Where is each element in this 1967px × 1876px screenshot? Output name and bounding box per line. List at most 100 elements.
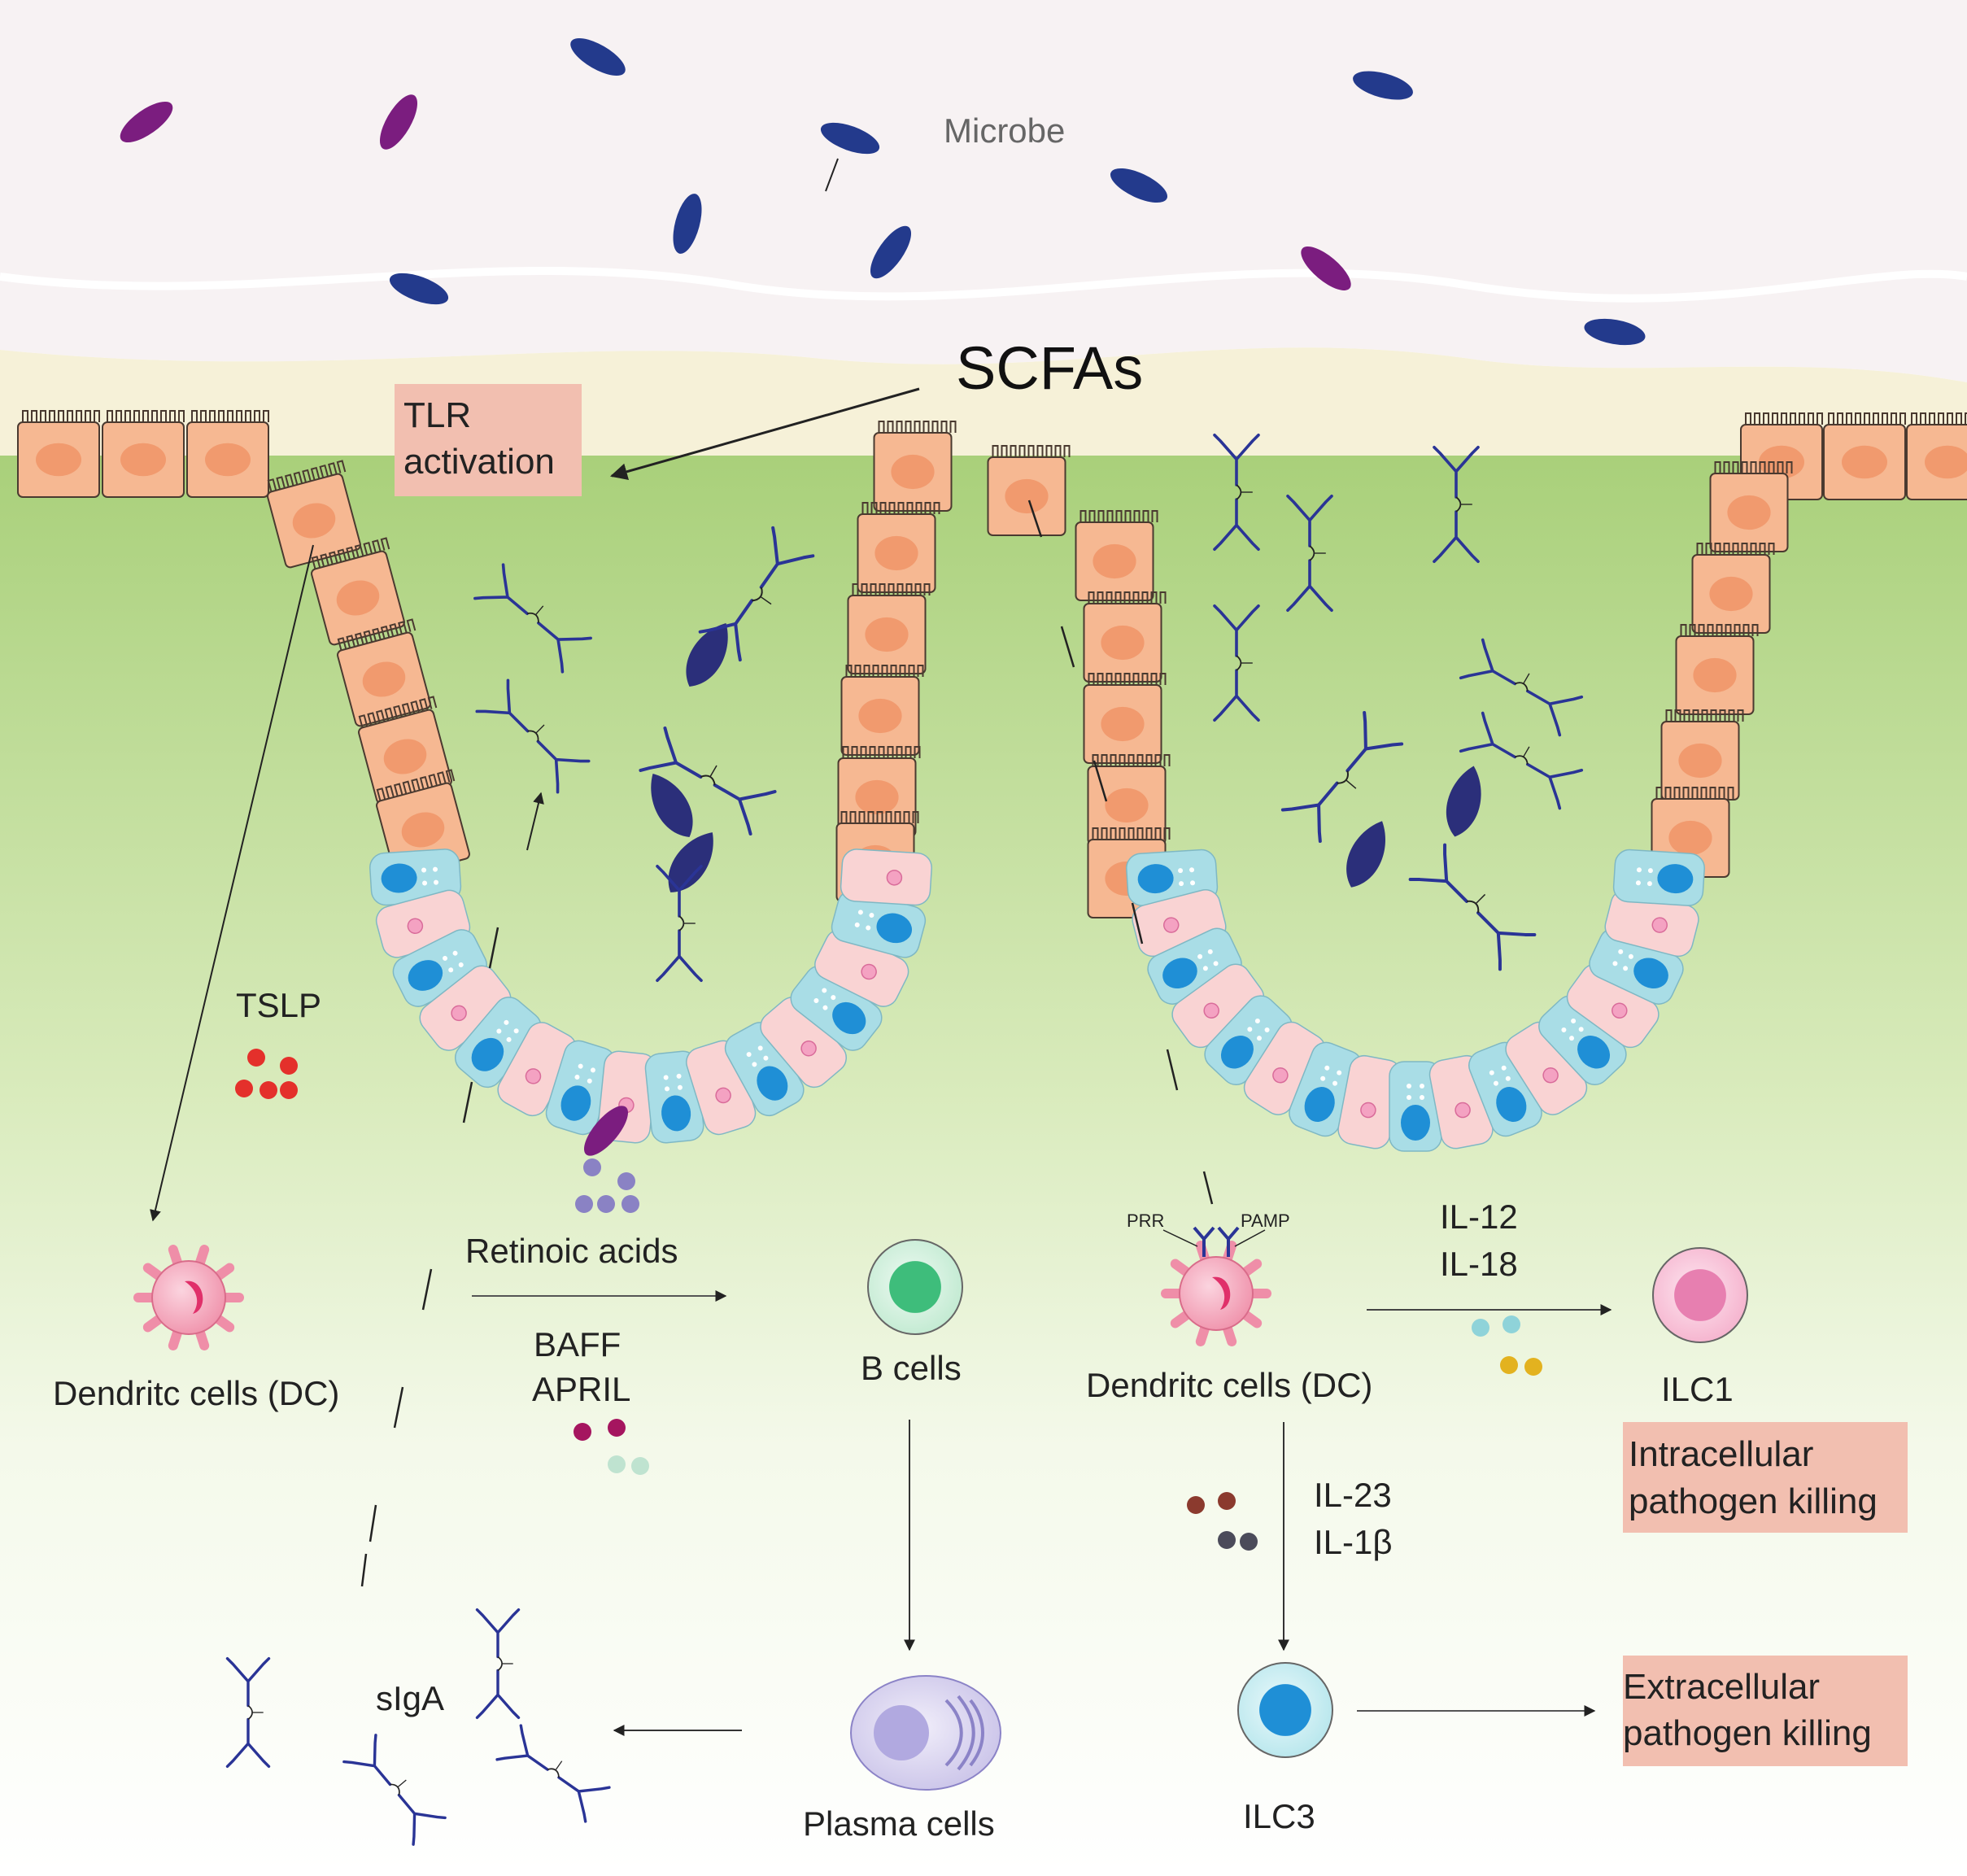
iga-antibody-icon (698, 526, 815, 662)
april-label: APRIL (532, 1370, 630, 1408)
enterocyte (857, 502, 940, 593)
iga-antibody-icon (1286, 494, 1333, 613)
enterocyte (337, 618, 431, 727)
ilc3-icon (1237, 1662, 1333, 1758)
tslp-label: TSLP (236, 986, 321, 1024)
dashed-right (1027, 500, 1214, 1205)
microbe-icon (1353, 71, 1413, 100)
iga-antibody-icon (639, 726, 777, 835)
epithelium (17, 410, 1967, 1152)
il18-dot (1500, 1356, 1518, 1374)
scfas-label: SCFAs (956, 334, 1143, 402)
enterocyte (1087, 754, 1171, 845)
il1b-label: IL-1β (1314, 1523, 1393, 1561)
iga-antibody-icon (656, 864, 703, 983)
april-dot (631, 1457, 649, 1475)
iga-antibody-icon (225, 1656, 271, 1769)
goblet-cell (1204, 995, 1293, 1085)
paneth-cell (760, 997, 848, 1089)
iga-antibody-icon (475, 678, 591, 794)
goblet-cell (1538, 995, 1627, 1085)
paneth-cell (1243, 1021, 1326, 1115)
iga-antibody-icon (1213, 433, 1260, 552)
pamp-label: PAMP (1241, 1211, 1290, 1231)
enterocyte (267, 460, 361, 569)
microbe-label: Microbe (944, 111, 1065, 150)
enterocyte (358, 696, 452, 805)
baff-label: BAFF (534, 1325, 621, 1363)
enterocyte (1675, 624, 1759, 715)
tslp-dot (280, 1081, 298, 1099)
prr-receptor-icon (1193, 1226, 1240, 1257)
iga-antibody-icon (473, 563, 592, 674)
paneth-cell (419, 965, 512, 1051)
antibodies (225, 433, 1584, 1846)
enterocyte (17, 410, 100, 498)
il18-label: IL-18 (1440, 1245, 1518, 1283)
lamina-propria (0, 456, 1967, 1872)
dc-left-label: Dendritc cells (DC) (53, 1374, 339, 1412)
goblet-cell (1612, 849, 1705, 906)
bound-microbe-icon (1346, 821, 1385, 888)
dc-right-label: Dendritc cells (DC) (1086, 1366, 1372, 1404)
enterocyte (1083, 673, 1167, 764)
il12-dot (1472, 1319, 1489, 1337)
iga-antibody-icon (1459, 638, 1584, 737)
goblet-cell (392, 929, 487, 1007)
epithelium-up-arrow (526, 792, 544, 851)
iga-antibody-icon (1433, 445, 1480, 564)
intra-label-1: Intracellular (1629, 1434, 1813, 1474)
plasma-cell-icon (850, 1675, 1001, 1791)
microbe-icon (120, 101, 173, 143)
scfa-arrow (609, 387, 920, 480)
enterocyte (186, 410, 269, 498)
il12-label: IL-12 (1440, 1198, 1518, 1236)
iga-antibody-icon (1213, 604, 1260, 722)
ilc1-label: ILC1 (1661, 1370, 1734, 1408)
enterocyte (311, 537, 405, 646)
enterocyte (840, 665, 924, 756)
enterocyte (987, 445, 1071, 536)
enterocyte (1709, 461, 1793, 552)
baff-dot (574, 1423, 591, 1441)
iga-antibody-icon (495, 1724, 611, 1823)
b-cells-label: B cells (861, 1349, 962, 1387)
dashed-left (360, 927, 499, 1587)
goblet-cell (1389, 1061, 1442, 1152)
prr-pointer (1162, 1229, 1198, 1247)
immune-cells (133, 1226, 1748, 1791)
intracellular-box (1623, 1422, 1908, 1533)
il23-label: IL-23 (1314, 1476, 1392, 1514)
flagellum (825, 158, 839, 192)
baff-dot (608, 1419, 626, 1437)
iga-antibody-icon (1280, 710, 1404, 844)
goblet-cell (454, 997, 542, 1089)
mucus-edge (0, 266, 1967, 303)
tlr-label-1: TLR (403, 395, 471, 435)
retinoic-dot (597, 1195, 615, 1213)
goblet-cell (369, 849, 462, 906)
enterocyte (1083, 591, 1167, 683)
retinoic-dot (622, 1195, 639, 1213)
microbe-icon (379, 94, 418, 150)
extra-label-2: pathogen killing (1623, 1713, 1872, 1753)
ilc3-label: ILC3 (1243, 1797, 1315, 1835)
enterocyte (102, 410, 185, 498)
microbe-icon (1110, 168, 1168, 203)
tslp-arrow (150, 544, 314, 1222)
enterocyte (1075, 510, 1158, 601)
siga-label: sIgA (376, 1679, 444, 1717)
microbe-icon (389, 273, 449, 305)
b-cell-icon (867, 1239, 963, 1335)
iga-antibody-icon (1408, 843, 1537, 971)
retinoic-dot (575, 1195, 593, 1213)
microbes (120, 37, 1646, 1156)
iga-antibody-icon (1459, 711, 1584, 810)
goblet-cell (1147, 927, 1242, 1005)
il1b-dot (1240, 1533, 1258, 1551)
goblet-cell (545, 1040, 616, 1136)
il12-dot (1503, 1315, 1520, 1333)
iga-antibody-icon (342, 1734, 447, 1846)
